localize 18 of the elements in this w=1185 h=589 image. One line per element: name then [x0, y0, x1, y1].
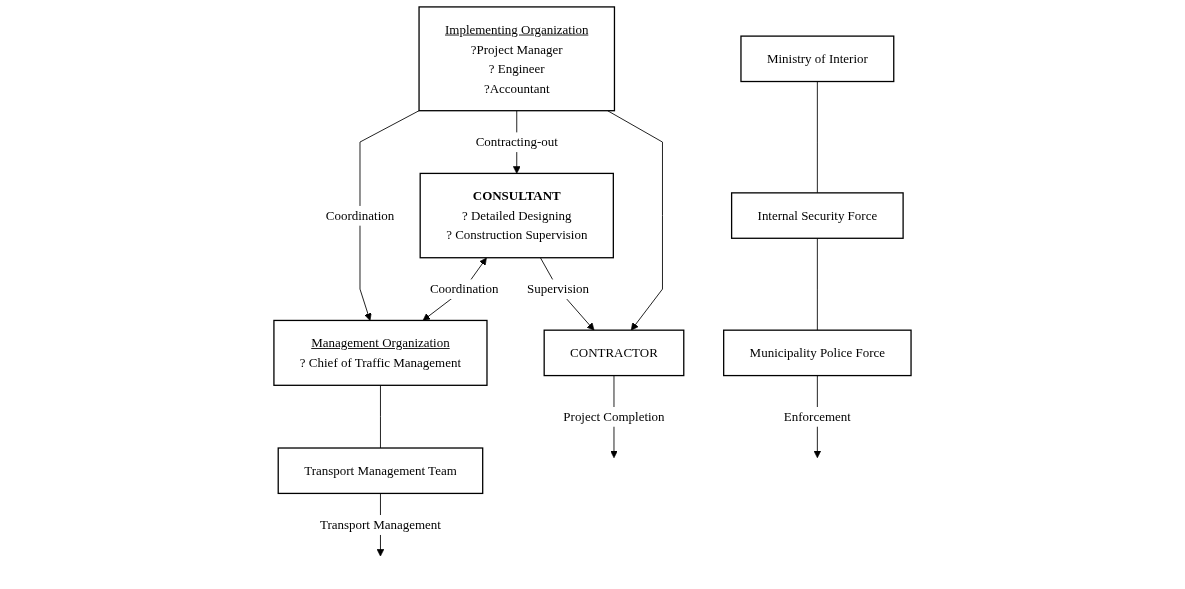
connector [816, 81, 818, 194]
edge-label: Supervision [527, 281, 590, 296]
node-box: CONTRACTOR [543, 329, 685, 377]
node-box: Internal Security Force [731, 192, 904, 239]
node-box: Municipality Police Force [723, 329, 912, 377]
edge-label: Coordination [429, 281, 499, 296]
edge-label: Coordination [325, 208, 395, 223]
node-box: Implementing Organization ?Project Manager ? Engineer ?Accountant [418, 6, 616, 112]
node-box: Transport Management Team [277, 447, 484, 495]
node-box: Management Organization ? Chief of Traffic Management [273, 319, 488, 386]
connector [816, 237, 818, 331]
edge-label: Project Completion [563, 409, 665, 424]
node-box: Ministry of Interior [740, 35, 895, 83]
node-box: CONSULTANT ? Detailed Designing ? Construction Supervision [419, 172, 614, 259]
edge-label: Enforcement [783, 409, 851, 424]
edge-label: Contracting-out [475, 134, 558, 149]
connector [380, 384, 381, 449]
edge-label: Transport Management [320, 517, 441, 532]
